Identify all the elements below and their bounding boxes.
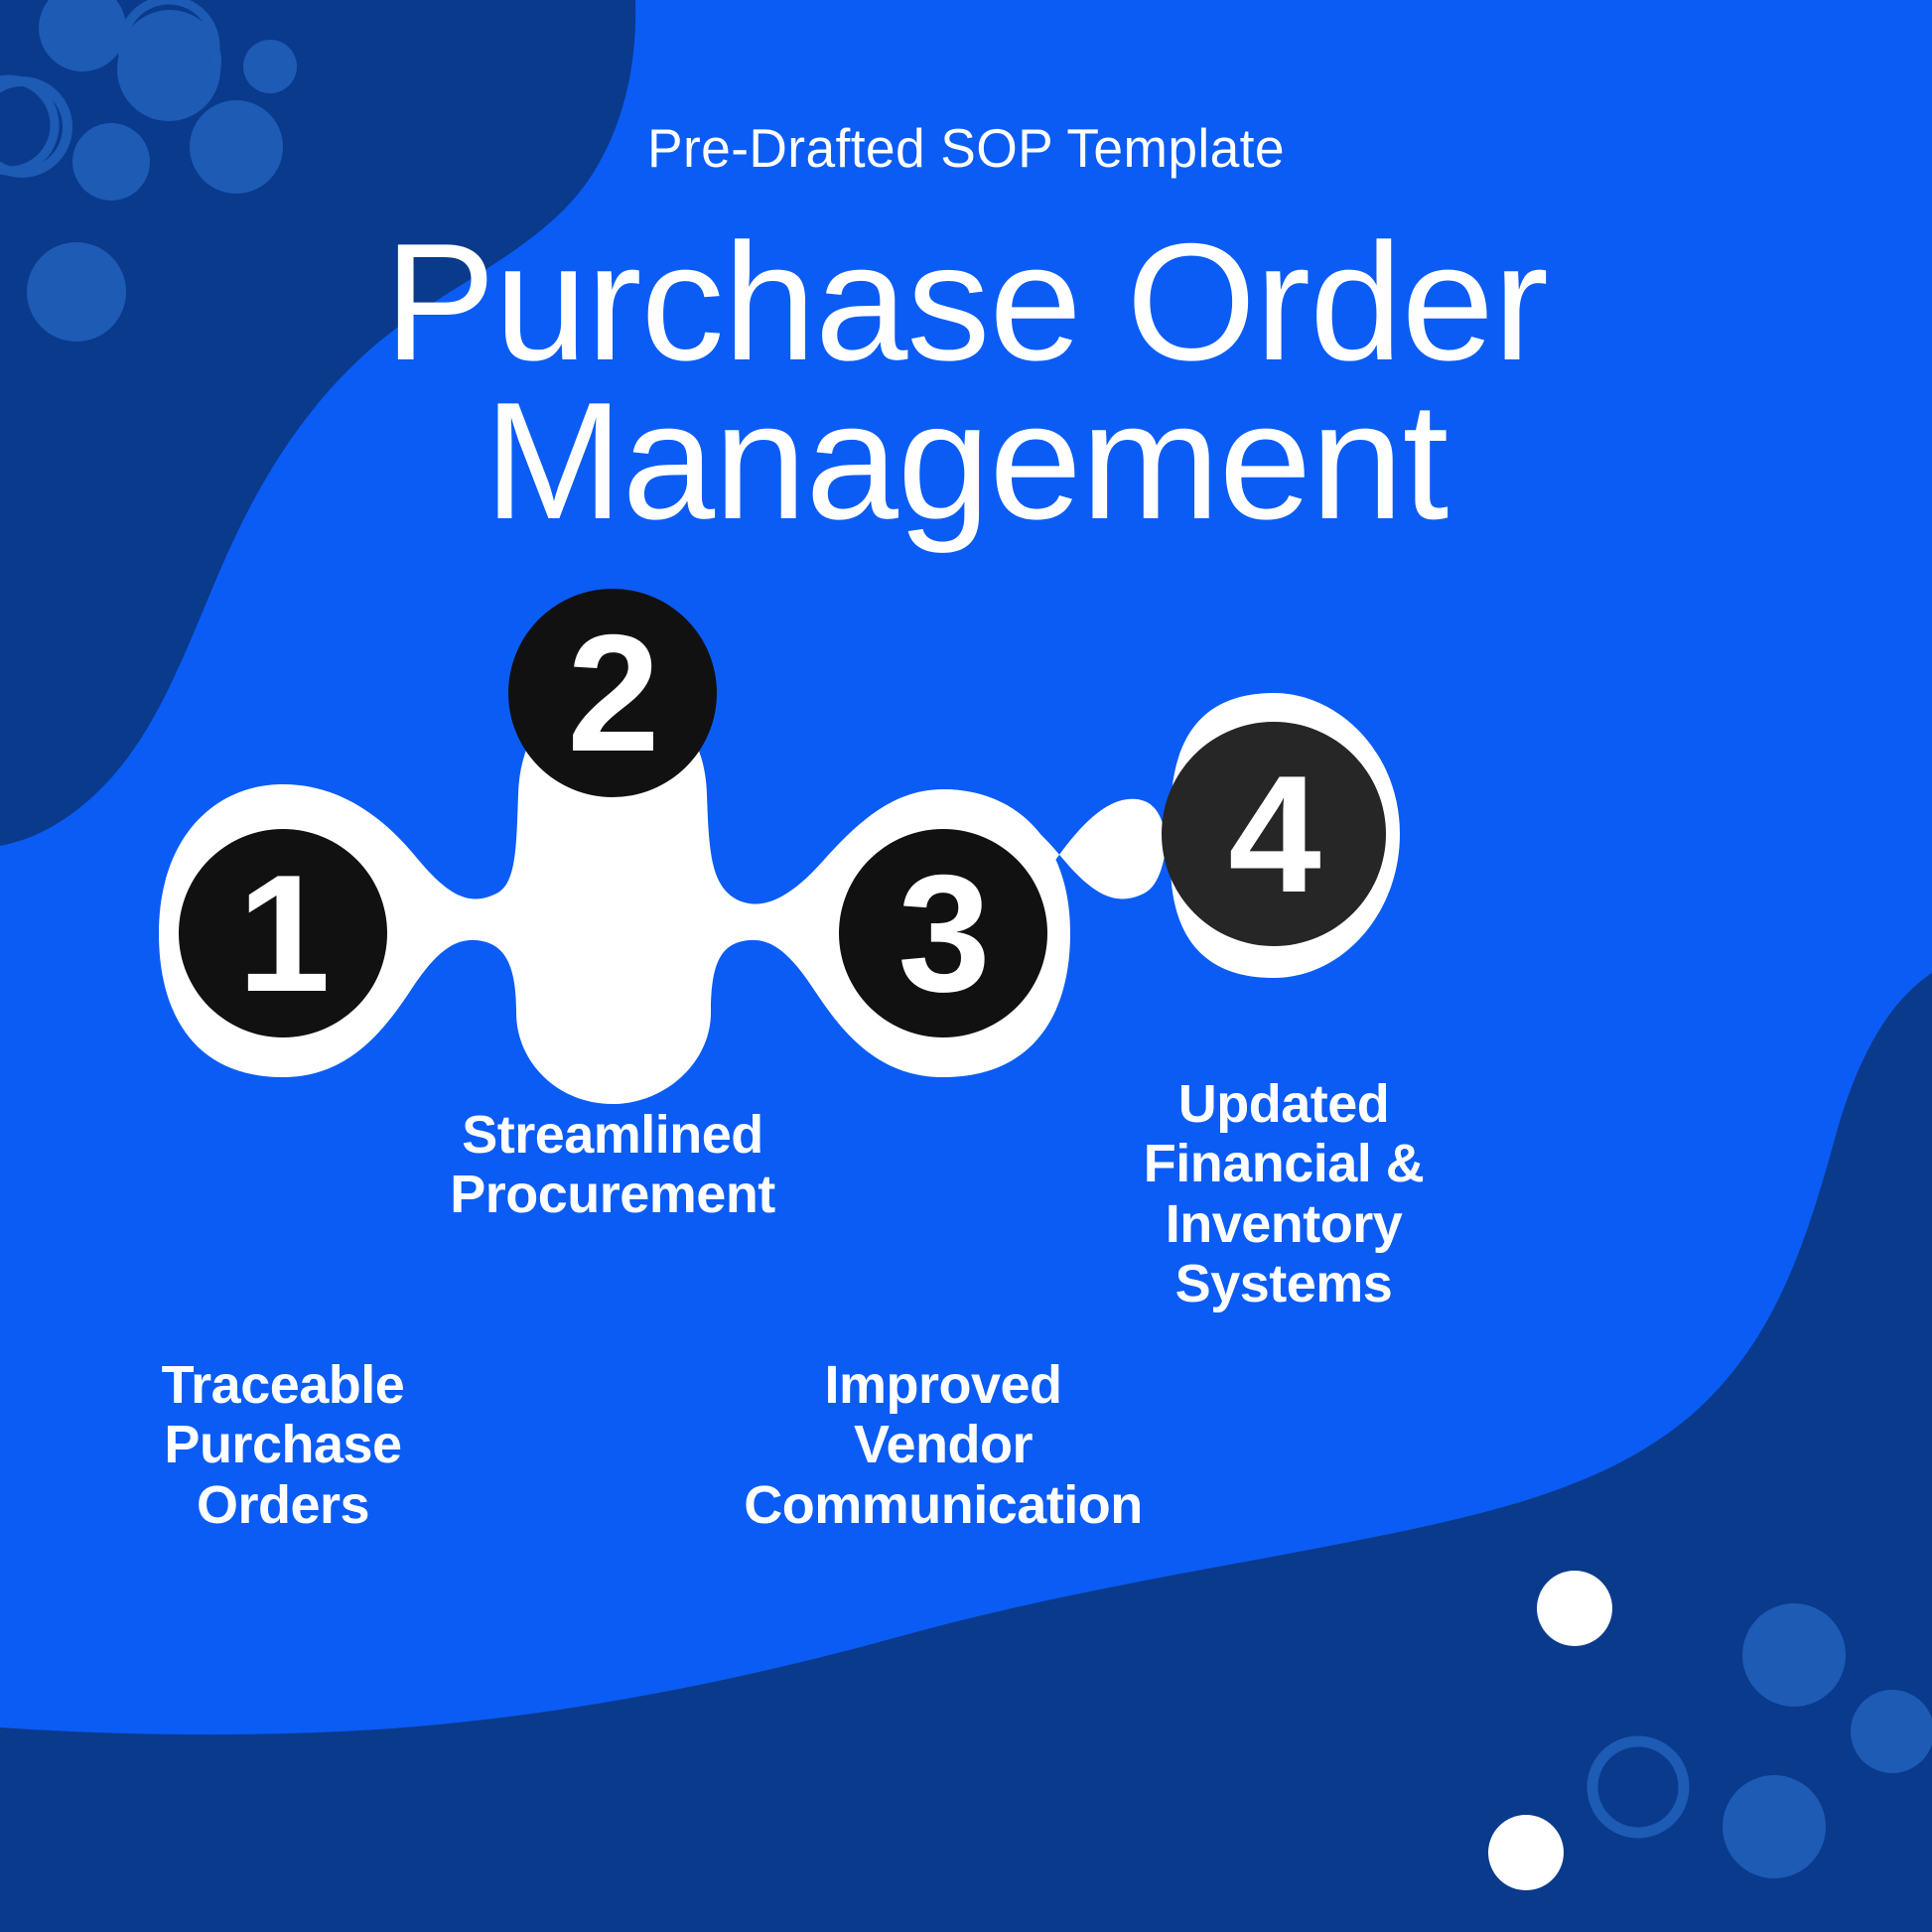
deco-ring xyxy=(117,0,220,98)
step-label-1-line-2: Purchase xyxy=(164,1415,402,1475)
step-label-3-line-3: Communication xyxy=(744,1474,1143,1535)
step-label-3-line-2: Vendor xyxy=(853,1415,1034,1475)
step-label-4: Updated Financial & Inventory Systems xyxy=(1050,1074,1517,1314)
bottom-right-navy-blob xyxy=(0,973,1932,1932)
step-number-4: 4 xyxy=(1228,741,1320,927)
title-line-2: Management xyxy=(483,366,1449,554)
step-number-3: 3 xyxy=(897,840,990,1027)
deco-circle xyxy=(39,0,126,71)
step-label-2-line-1: Streamlined xyxy=(462,1105,763,1165)
step-label-4-line-2: Financial & xyxy=(1143,1134,1425,1194)
step-label-3-line-1: Improved xyxy=(824,1355,1062,1415)
deco-ring xyxy=(117,18,220,121)
deco-circle xyxy=(27,242,126,342)
deco-circle xyxy=(1851,1690,1932,1773)
step-label-4-line-3: Inventory xyxy=(1165,1193,1403,1254)
deco-ring xyxy=(1587,1735,1690,1839)
deco-dot-white xyxy=(1488,1815,1564,1890)
deco-circle xyxy=(243,40,297,93)
step-label-4-line-4: Systems xyxy=(1174,1254,1393,1314)
step-label-1-line-1: Traceable xyxy=(161,1355,405,1415)
step-number-1: 1 xyxy=(237,840,330,1027)
deco-circle xyxy=(1723,1775,1826,1878)
title-line-1: Purchase Order xyxy=(384,208,1549,396)
step-label-1-line-3: Orders xyxy=(196,1474,370,1535)
deco-circle xyxy=(190,100,283,194)
step-label-4-line-1: Updated xyxy=(1177,1074,1390,1134)
deco-circle xyxy=(72,123,150,201)
poster-header: Pre-Drafted SOP Template Purchase Order … xyxy=(0,117,1932,554)
step-label-1: Traceable Purchase Orders xyxy=(74,1355,491,1535)
eyebrow-text: Pre-Drafted SOP Template xyxy=(647,117,1285,179)
deco-circle xyxy=(1742,1603,1846,1707)
top-left-navy-blob xyxy=(0,0,636,846)
step-label-3: Improved Vendor Communication xyxy=(665,1355,1221,1535)
step-label-2-line-2: Procurement xyxy=(450,1165,775,1225)
step-label-2: Streamlined Procurement xyxy=(394,1105,831,1225)
deco-ring xyxy=(0,76,72,178)
page-title: Purchase Order Management xyxy=(0,208,1932,554)
step-number-2: 2 xyxy=(567,600,659,786)
deco-dot-white xyxy=(1537,1571,1612,1646)
